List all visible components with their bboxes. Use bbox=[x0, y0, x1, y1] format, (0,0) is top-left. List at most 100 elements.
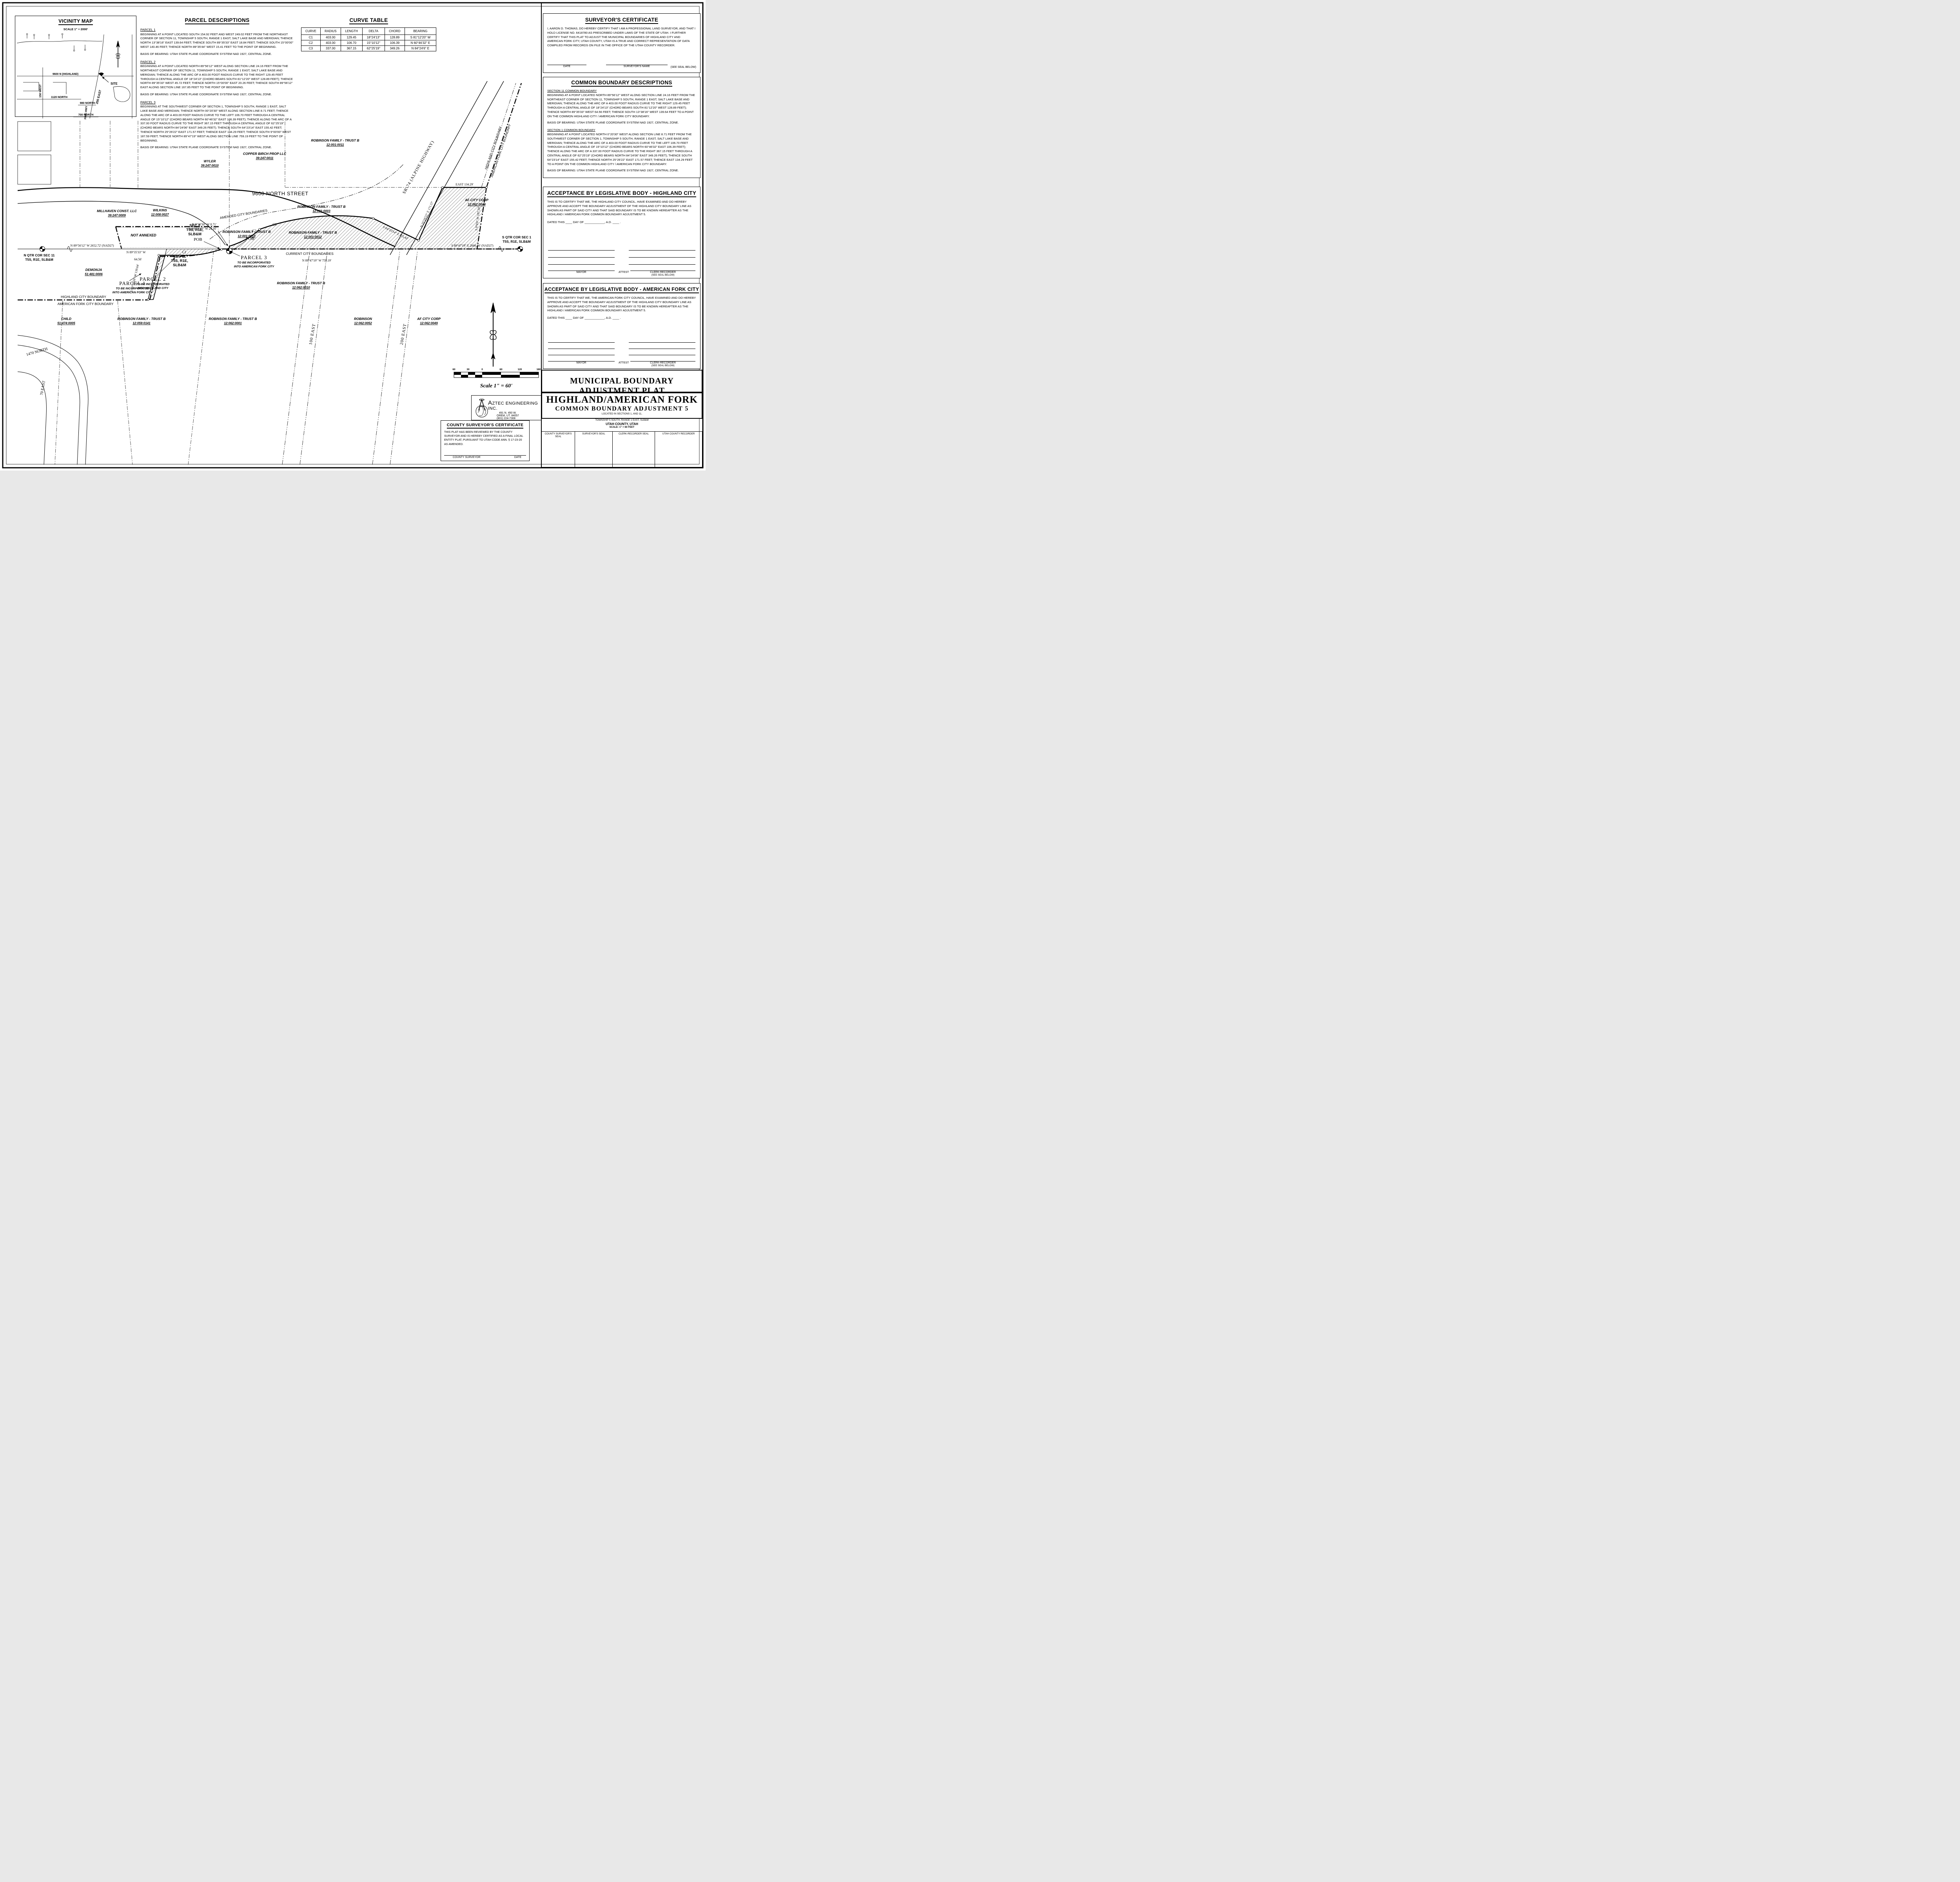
parcel1-sub1: TO BE INCORPORATED bbox=[116, 287, 149, 290]
council-signature-line bbox=[629, 342, 695, 343]
owner-name: ROBINSON FAMILY - TRUST B bbox=[289, 231, 337, 234]
owner-id: 12:062:0049 bbox=[420, 322, 438, 325]
clerk-label: CLERK-RECORDER bbox=[650, 362, 676, 364]
owner-id: 39:247:0009 bbox=[108, 214, 126, 217]
curve-c3-label: C3 bbox=[272, 223, 277, 227]
curve-cell: 367.15 bbox=[340, 45, 363, 51]
council-signature-line bbox=[548, 250, 615, 251]
engineering-firm-box: AZTEC ENGINEERING INC. 491 N. 450 W. ORE… bbox=[471, 395, 541, 420]
owner-id: 12:062:0010 bbox=[292, 286, 310, 289]
not-annexed-label: NOT ANNEXED bbox=[131, 233, 156, 237]
sec1-boundary-heading: SECTION 1 COMMON BOUNDARY bbox=[547, 128, 595, 132]
vicinity-culdesac-dots bbox=[26, 33, 86, 52]
owner-id: 12:062:0052 bbox=[354, 322, 372, 325]
vicinity-site-leader bbox=[102, 76, 109, 83]
owner-name: ROBINSON bbox=[354, 317, 372, 321]
parcel1-description: BEGINNING AT A POINT LOCATED SOUTH 154.9… bbox=[140, 32, 294, 49]
parcel-owner-labels: ROBINSON FAMILY - TRUST B 12:001:0011 CO… bbox=[57, 138, 488, 325]
street-200-east-lines bbox=[372, 251, 418, 465]
attest-label: ATTEST bbox=[619, 271, 629, 274]
council-signature-line bbox=[548, 342, 615, 343]
curve-cell: 15°10'12" bbox=[362, 40, 385, 46]
utah-county-recorder-cell: UTAH COUNTY RECORDER bbox=[655, 431, 702, 467]
council-signature-line bbox=[548, 257, 615, 258]
seal-note: (SEE SEAL BELOW) bbox=[670, 66, 696, 69]
plat-sheet: N 89°56'12" W 2652.72' (NAD27) S 89°47'1… bbox=[0, 0, 706, 470]
owner-name: ROBINSON FAMILY - TRUST B bbox=[298, 205, 346, 209]
owner-id: 39:247:0011 bbox=[256, 156, 274, 160]
current-city-boundary-lines bbox=[18, 83, 522, 301]
curve-col-header: LENGTH bbox=[340, 27, 363, 35]
curve-cell: N 84°24'6" E bbox=[404, 45, 437, 51]
sec1-label-1: SEC 1 bbox=[189, 223, 200, 228]
seals-row: COUNTY SURVEYOR'S SEAL SURVEYOR'S SEAL C… bbox=[541, 431, 702, 467]
curve-cell: 403.00 bbox=[320, 35, 341, 40]
vicinity-700-north-label: 700 NORTH bbox=[78, 114, 94, 116]
owner-name: WILKINS bbox=[153, 208, 167, 212]
county-certificate-title: COUNTY SURVEYOR'S CERTIFICATE bbox=[446, 423, 524, 429]
plat-type-title: MUNICIPAL BOUNDARY ADJUSTMENT PLAT bbox=[570, 376, 674, 395]
clerk-recorder-seal-cell: CLERK-RECORDER SEAL bbox=[612, 431, 655, 467]
firm-addr2: OREM, UT. 84057 bbox=[497, 414, 519, 417]
sec11-label-3: SLB&M bbox=[173, 263, 186, 267]
curve-col-header: RADIUS bbox=[320, 27, 341, 35]
common-boundary-title: COMMON BOUNDARY DESCRIPTIONS bbox=[571, 80, 672, 87]
plat-city-title: HIGHLAND/AMERICAN FORK bbox=[546, 394, 698, 405]
clerk-seal-note: (SEE SEAL BELOW) bbox=[651, 364, 675, 367]
owner-id: 12:001:0011 bbox=[327, 143, 344, 147]
curve-table-title: CURVE TABLE bbox=[349, 17, 388, 24]
highland-boundary-thin-line bbox=[481, 83, 516, 188]
plat-map: N 89°56'12" W 2652.72' (NAD27) S 89°47'1… bbox=[2, 2, 704, 469]
n020-dim-label: N 0°20'30" W 8.71' bbox=[192, 223, 217, 226]
county-date-label: DATE bbox=[514, 456, 521, 459]
acceptance-af-box: ACCEPTANCE BY LEGISLATIVE BODY - AMERICA… bbox=[543, 283, 701, 369]
curve-col-header: CURVE bbox=[301, 27, 321, 35]
plat-located-1: LOCATED IN SECTIONS 1, AND 11, bbox=[602, 412, 642, 415]
not-annexed-outline bbox=[116, 227, 221, 248]
owner-name: CHILD bbox=[61, 317, 71, 321]
d6456-dim-label: 64.56' bbox=[134, 258, 142, 261]
owner-name: MILLHAVEN CONST. LLC bbox=[97, 209, 137, 213]
street-1470-label: 1470 NORTH bbox=[26, 347, 48, 357]
scale-tick: 30 bbox=[466, 368, 470, 371]
clerk-seal-note: (SEE SEAL BELOW) bbox=[651, 274, 675, 276]
title-band: MUNICIPAL BOUNDARY ADJUSTMENT PLAT bbox=[541, 370, 702, 395]
owner-id: 39:247:0010 bbox=[201, 164, 219, 167]
firm-addr1: 491 N. 450 W. bbox=[499, 412, 517, 414]
vicinity-200-east-label: 200 EAST bbox=[95, 89, 102, 104]
curve-row: C1 403.00 129.45 18°24'13" 128.89 S 81°1… bbox=[301, 35, 437, 40]
county-surveyor-label: COUNTY SURVEYOR bbox=[453, 456, 481, 459]
parcel1-heading: PARCEL 1 bbox=[140, 28, 156, 32]
curve-cell: C2 bbox=[301, 40, 321, 46]
owner-name: ROBINSON FAMILY - TRUST B bbox=[209, 317, 257, 321]
curve-cell: 62°25'19" bbox=[362, 45, 385, 51]
county-certificate-body: THIS PLAT HAS BEEN REVIEWED BY THE COUNT… bbox=[444, 430, 523, 446]
amended-city-boundaries-line bbox=[209, 163, 404, 240]
date-label: DATE bbox=[563, 65, 571, 68]
owner-name: ROBINSON FAMILY - TRUST B bbox=[311, 138, 359, 142]
sec11-boundary-heading: SECTION 11 COMMON BOUNDARY bbox=[547, 89, 597, 93]
parcel3-boundary-bold bbox=[229, 187, 486, 249]
utah-county-recorder-label: UTAH COUNTY RECORDER bbox=[662, 432, 695, 435]
parcel1-sub2: INTO AMERICAN FORK CITY bbox=[113, 291, 153, 294]
highland-boundary-sw-label: HIGHLAND CITY BOUNDARY bbox=[61, 295, 106, 299]
surveyors-certificate-body: I, AARON D. THOMAS, DO HEREBY CERTIFY TH… bbox=[547, 27, 695, 47]
clerk-signature-line bbox=[630, 361, 695, 362]
east-dim-label: EAST 134.29' bbox=[456, 183, 474, 186]
vicinity-150-west-label: 150 WEST bbox=[39, 84, 42, 98]
common-boundary-box: COMMON BOUNDARY DESCRIPTIONS SECTION 11 … bbox=[543, 77, 701, 178]
adjacent-lot-lines bbox=[17, 121, 51, 185]
owner-id: 12:059:0141 bbox=[132, 322, 151, 325]
vicinity-alpine-hwy-label: ALPINE HWY bbox=[84, 105, 88, 119]
acceptance-highland-box: ACCEPTANCE BY LEGISLATIVE BODY - HIGHLAN… bbox=[543, 187, 701, 278]
sr74-west-edge bbox=[390, 81, 488, 255]
curve-table-section: CURVE TABLE CURVE RADIUS LENGTH DELTA CH… bbox=[301, 17, 437, 51]
curve-cell: 128.89 bbox=[384, 35, 405, 40]
surveyor-seal-cell: SURVEYOR'S SEAL bbox=[575, 431, 612, 467]
surveyor-seal-label: SURVEYOR'S SEAL bbox=[582, 432, 605, 435]
curve-row: C3 337.00 367.15 62°25'19" 349.26 N 84°2… bbox=[301, 45, 437, 51]
owner-id: 12:062:0049 bbox=[468, 203, 486, 206]
street-100-east-lines bbox=[282, 251, 328, 465]
basis-of-bearing-3: BASIS OF BEARING: UTAH STATE PLANE COORD… bbox=[140, 145, 272, 149]
firm-phone: (801) 224-7308 bbox=[497, 417, 515, 420]
